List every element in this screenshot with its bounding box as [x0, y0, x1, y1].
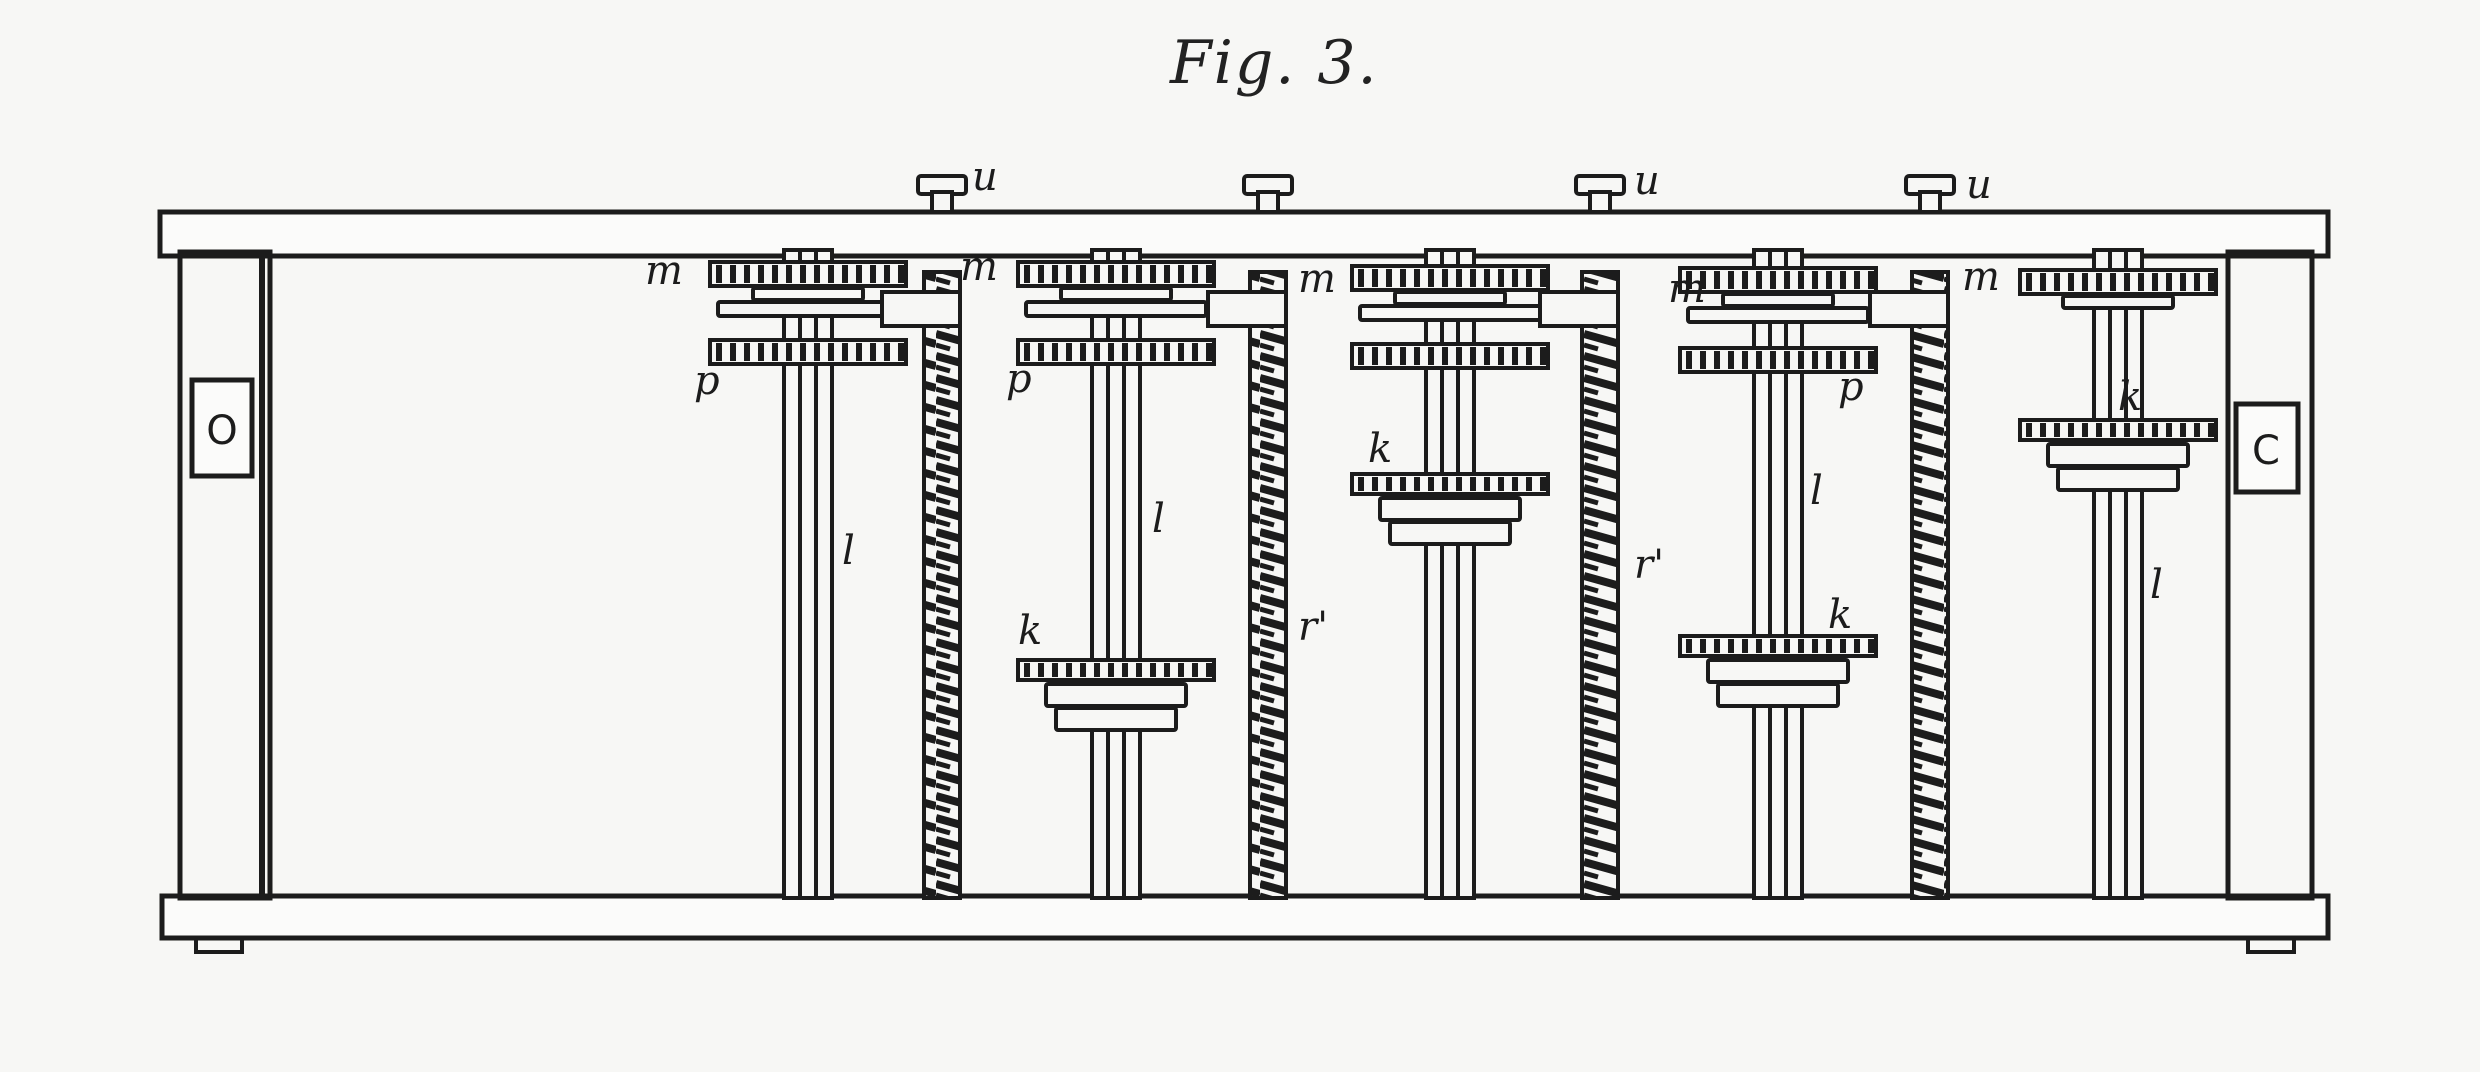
gear-p-1	[708, 338, 908, 366]
screw-assembly-3	[1538, 174, 1626, 900]
label-k-1: k	[1018, 608, 1042, 654]
hub-disk-5	[2061, 294, 2175, 310]
label-u-2: u	[1634, 158, 1660, 204]
gear-p-4	[1678, 346, 1878, 374]
left-side-block: O	[189, 377, 255, 479]
gear-k-3	[1350, 472, 1550, 496]
screw-assembly-1	[880, 174, 968, 900]
adjusting-knob-2	[1242, 174, 1294, 214]
hub-disk-3	[1393, 290, 1507, 306]
svg-text:O: O	[206, 408, 237, 454]
left-foot	[194, 938, 244, 954]
gear-m-4	[1678, 266, 1878, 294]
gear-k-2	[1016, 658, 1216, 682]
gear-p-2	[1016, 338, 1216, 366]
k-disk-b-2	[1054, 706, 1178, 732]
gear-m-1	[708, 260, 908, 288]
left-post	[177, 249, 273, 901]
label-m-2: m	[960, 244, 998, 290]
adjusting-knob-4	[1904, 174, 1956, 214]
bracket-arm-3	[1538, 290, 1620, 328]
k-disk-b-3	[1388, 520, 1512, 546]
label-l-3: l	[1810, 468, 1823, 514]
label-u-1: u	[972, 154, 998, 200]
helical-screw-4	[1910, 270, 1950, 900]
label-k-3: k	[1828, 592, 1852, 638]
adjusting-knob-1	[916, 174, 968, 214]
screw-assembly-2	[1206, 174, 1294, 900]
bottom-rail	[159, 893, 2331, 941]
helical-screw-1	[922, 270, 962, 900]
label-l-1: l	[842, 528, 855, 574]
k-disk-a-3	[1378, 496, 1522, 522]
label-p-2: p	[1006, 356, 1032, 402]
top-rail	[157, 209, 2331, 259]
label-l-2: l	[1152, 496, 1165, 542]
gear-m-3	[1350, 264, 1550, 292]
k-disk-b-5	[2056, 466, 2180, 492]
label-p-3: p	[1838, 364, 1864, 410]
gear-k-5	[2018, 418, 2218, 442]
counting-shaft-3	[1350, 248, 1550, 900]
label-m-1: m	[645, 248, 683, 294]
counting-shaft-5	[2018, 248, 2218, 900]
hub-disk-2	[1059, 286, 1173, 302]
bracket-arm-4	[1868, 290, 1950, 328]
label-p-1: p	[694, 358, 720, 404]
label-k-4: k	[2118, 374, 2142, 420]
adjusting-knob-3	[1574, 174, 1626, 214]
counting-shaft-2	[1016, 248, 1216, 900]
label-u-3: u	[1966, 162, 1992, 208]
label-m-3: m	[1298, 256, 1336, 302]
label-layer: m m m m m p p p u u u k k k k l l l l r' r'	[645, 154, 2163, 654]
label-m-5: m	[1962, 254, 2000, 300]
collar-1	[716, 300, 900, 318]
label-r-1: r'	[1298, 604, 1328, 650]
k-disk-a-5	[2046, 442, 2190, 468]
gear-m-2	[1016, 260, 1216, 288]
collar-2	[1024, 300, 1208, 318]
gear-p-3	[1350, 342, 1550, 370]
label-r-2: r'	[1634, 542, 1664, 588]
helical-screw-3	[1580, 270, 1620, 900]
screw-assembly-4	[1868, 174, 1956, 900]
bracket-arm-1	[880, 290, 962, 328]
shaft-5	[2092, 248, 2144, 900]
counting-shaft-4	[1678, 248, 1878, 900]
label-m-4: m	[1668, 266, 1706, 312]
bracket-arm-2	[1206, 290, 1288, 328]
collar-3	[1358, 304, 1542, 322]
collar-4	[1686, 306, 1870, 324]
k-disk-b-4	[1716, 682, 1840, 708]
figure-title: Fig. 3.	[1170, 28, 1379, 98]
svg-text:C: C	[2252, 428, 2280, 474]
gear-k-4	[1678, 634, 1878, 658]
mechanism	[708, 174, 2218, 900]
right-foot	[2246, 938, 2296, 954]
label-k-2: k	[1368, 426, 1392, 472]
right-post	[2225, 249, 2315, 901]
k-disk-a-4	[1706, 658, 1850, 684]
label-l-4: l	[2150, 562, 2163, 608]
helical-screw-2	[1248, 270, 1288, 900]
right-side-block: C	[2233, 401, 2301, 495]
gear-m-5	[2018, 268, 2218, 296]
frame	[157, 209, 2331, 954]
hub-disk-4	[1721, 292, 1835, 308]
hub-disk-1	[751, 286, 865, 302]
counting-shaft-1	[708, 248, 908, 900]
k-disk-a-2	[1044, 682, 1188, 708]
